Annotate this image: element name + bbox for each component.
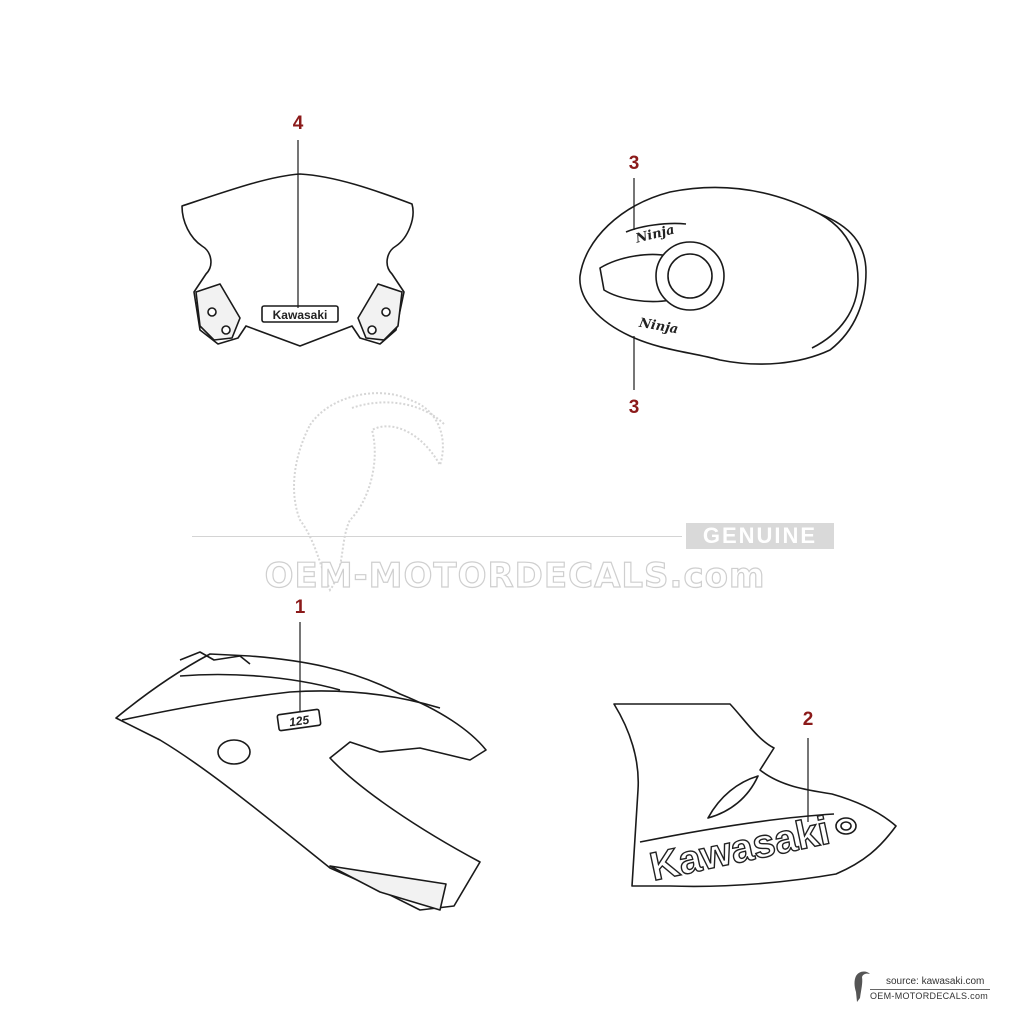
watermark-rule (192, 536, 682, 537)
windshield-decal-text: Kawasaki (273, 308, 328, 322)
lower-cowl (613, 703, 897, 888)
footer-toucan-icon (854, 971, 870, 1002)
callout-3-upper: 3 (628, 153, 640, 174)
footer-rule (870, 989, 990, 990)
footer-source: source: kawasaki.com (886, 976, 985, 987)
callout-3-lower: 3 (628, 397, 640, 418)
footer-site: OEM-MOTORDECALS.com (870, 991, 989, 1001)
side-fairing-decal-text: 125 (288, 713, 310, 730)
callout-4: 4 (292, 113, 304, 134)
watermark-badge: GENUINE (686, 523, 834, 549)
side-fairing (115, 651, 487, 911)
footer-credit: source: kawasaki.com OEM-MOTORDECALS.com (850, 966, 1010, 1006)
leader-lines (297, 140, 809, 822)
watermark-site: OEM-MOTORDECALS.com (264, 555, 766, 596)
callout-1: 1 (294, 597, 306, 618)
fuel-tank (579, 186, 867, 365)
watermark-toucan-icon (293, 392, 446, 593)
fuel-tank-decal-lower: Ninja (637, 316, 679, 338)
callout-2: 2 (802, 709, 814, 730)
